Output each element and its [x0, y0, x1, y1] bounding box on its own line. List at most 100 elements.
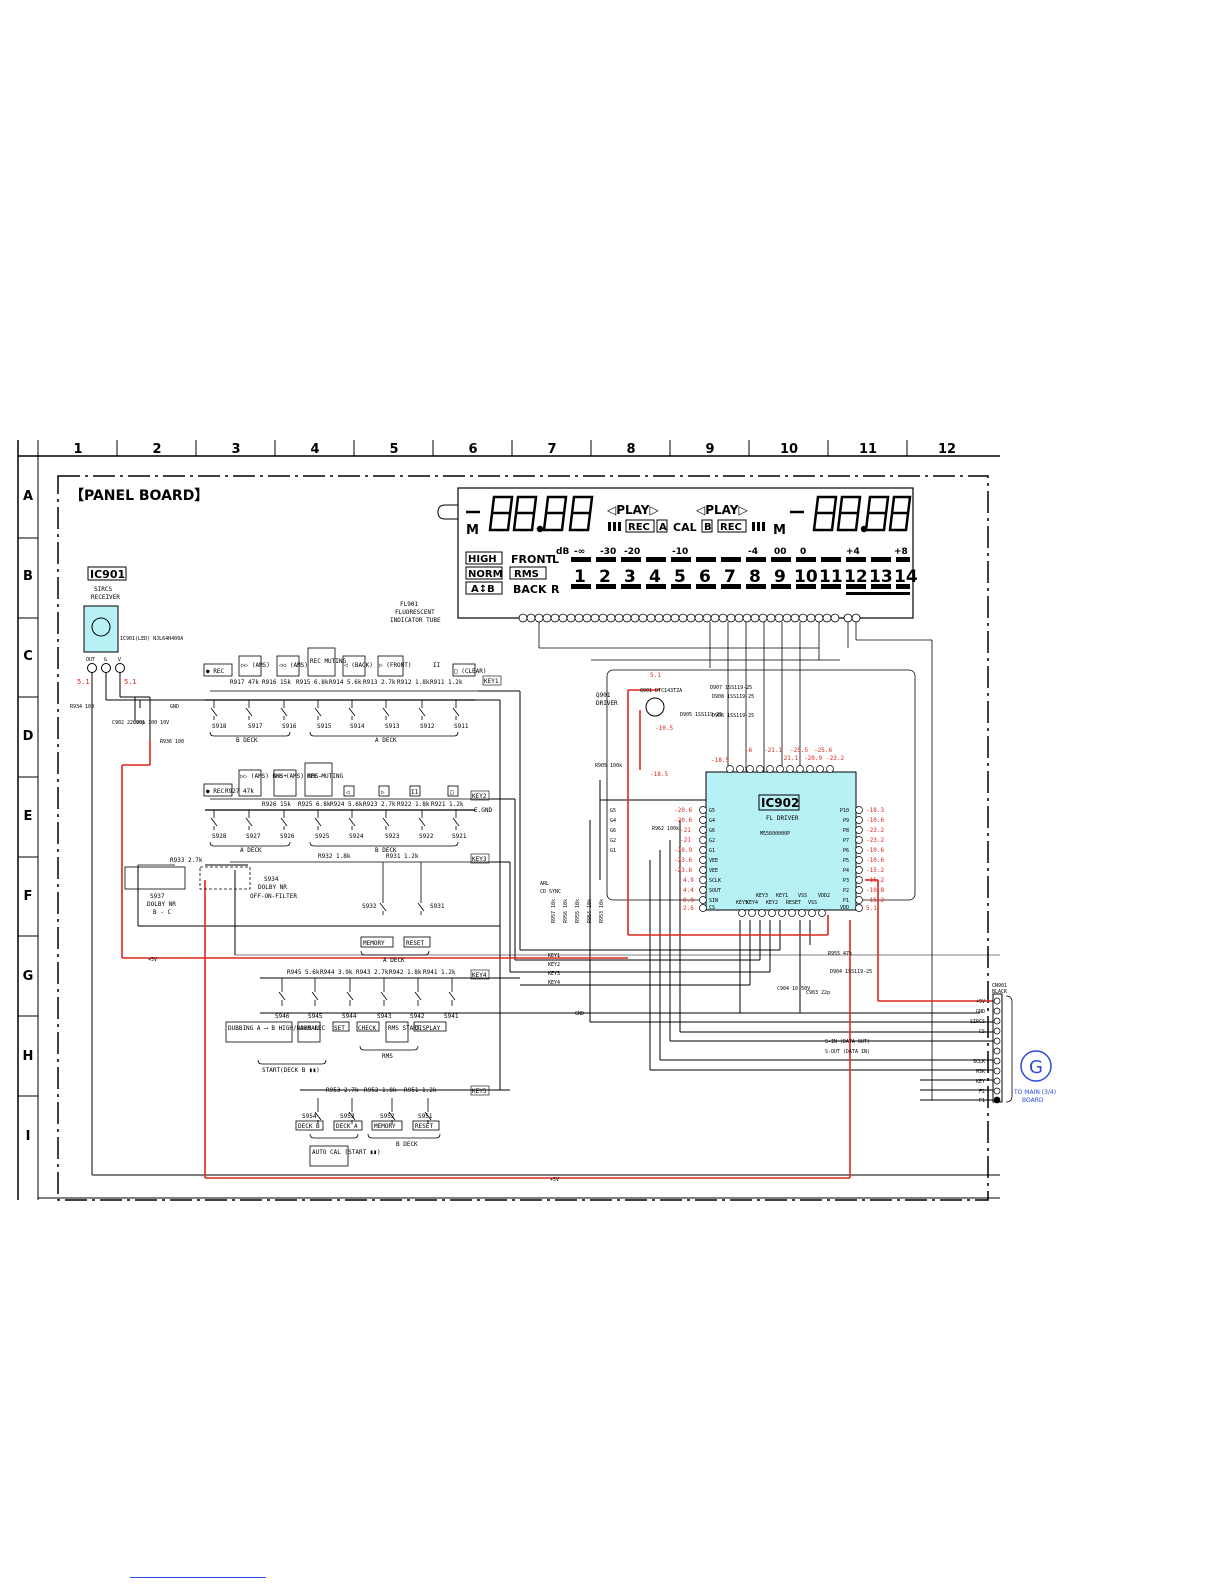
key1-btn-back: ◁ (BACK) — [344, 662, 373, 669]
scale-label: +4 — [846, 547, 860, 557]
key4-switch: S941 — [444, 1013, 459, 1020]
scale-label: 0 — [800, 547, 806, 557]
scale-label: -4 — [748, 547, 758, 557]
row-label: B — [23, 569, 33, 584]
col-label: 3 — [231, 442, 240, 457]
key2-resistor: R924 5.6k — [330, 801, 363, 808]
scale-label: -20 — [624, 547, 640, 557]
ic901-pin-v: V — [118, 657, 121, 663]
key1-switch-symbols — [209, 700, 460, 737]
ic901-name-1: SIRCS — [94, 586, 112, 593]
key2-switch: S926 — [280, 833, 295, 840]
key-line-label: KEY1 — [548, 953, 560, 959]
key5-switch: S954 — [302, 1113, 317, 1120]
ic901-volt-1: 5.1 — [77, 678, 90, 686]
col-label: 1 — [73, 442, 82, 457]
ic902-volt: -23.2 — [866, 827, 884, 834]
tube-m-left: M — [466, 523, 479, 538]
key2-btn-ams-ff: ▷▷ (AMS) RMS+ — [240, 773, 287, 780]
bank-resistor: R954 10k — [587, 899, 593, 923]
d908-label: D908 1SS119-25 — [712, 694, 754, 700]
key2-resistor: R921 1.2k — [431, 801, 464, 808]
channel-number: 1 — [574, 567, 586, 587]
key2-btn-ams-rew: ◁◁ (AMS) RMS− — [275, 773, 322, 780]
key5-btn-reset: RESET — [415, 1123, 433, 1130]
ic902-pin: G1 — [709, 848, 715, 854]
destination-line-2: BOARD — [1022, 1097, 1044, 1104]
key5-btn-deck-b: DECK B — [298, 1123, 320, 1130]
ic902-top-volt: -25.5 — [790, 747, 808, 754]
s934-function: DOLBY NR — [258, 884, 287, 891]
c901-label: C901 100 10V — [133, 720, 169, 726]
key2-resistor: R923 2.7k — [363, 801, 396, 808]
key-line-label: KEY3 — [548, 971, 560, 977]
col-label: 12 — [938, 442, 956, 457]
scale-label: 00 — [774, 547, 787, 557]
ic902-pin: G6 — [709, 828, 715, 834]
r936-label: R936 100 — [160, 739, 184, 745]
key2-bus: KEY2 — [472, 793, 487, 800]
key4-btn-display: DISPLAY — [415, 1025, 441, 1032]
tube-l: L — [552, 553, 559, 566]
key5-resistor: R952 1.8k — [364, 1087, 397, 1094]
channel-number: 2 — [599, 567, 611, 587]
ic902-volt: -20.9 — [674, 847, 692, 854]
ic902-volt: -23.2 — [866, 837, 884, 844]
ic902-pin: P1 — [843, 898, 849, 904]
ic902-volt: 4.4 — [683, 887, 694, 894]
s934-sub: OFF-ON-FILTER — [250, 893, 297, 900]
key5-row: R953 2.7k R952 1.8k R951 1.2k S954 S953 … — [295, 1085, 490, 1167]
ic902-pin: G5 — [709, 808, 715, 814]
ic902-volt: -15.2 — [866, 867, 884, 874]
key2-resistor: R925 6.8k — [298, 801, 331, 808]
c903-label: C903 22p — [806, 990, 830, 996]
tube-channels: 1 2 3 4 5 6 7 8 9 10 11 12 13 14 — [574, 567, 918, 587]
col-label: 2 — [152, 442, 161, 457]
ic902-bottom-pin: KEY2 — [766, 900, 778, 906]
ic902-pin: CS — [709, 905, 715, 911]
key4-row: R945 5.6k R944 3.9k R943 2.7k R942 1.8k … — [225, 969, 490, 1074]
ic902-bottom-pin: VSS — [808, 900, 817, 906]
key2-gnd: E.GND — [474, 807, 492, 814]
q901-volt-1: 5.1 — [650, 672, 661, 679]
key1-btn-pause: II — [433, 662, 441, 669]
r962-label: R962 100k — [652, 826, 679, 832]
row-label: C — [23, 649, 33, 664]
q901-ref: Q901 — [596, 692, 611, 699]
ic902-top-volt: -18.5 — [711, 757, 729, 764]
key3-memory: MEMORY — [363, 940, 385, 947]
ic902-volt: -23.6 — [674, 867, 692, 874]
tube-scale: -∞ -30 -20 -10 -4 00 0 +4 +8 — [574, 547, 908, 557]
key1-resistor: R916 15k — [262, 679, 291, 686]
lower-passives: R955 47k D904 1SS119-25 C904 10 50V C903… — [148, 951, 872, 1183]
cn901-color: BLACK — [992, 989, 1007, 995]
key1-switch: S918 — [212, 723, 227, 730]
tube-rec-1: REC — [628, 522, 650, 533]
ic902-pin: P6 — [843, 848, 849, 854]
c902-label: C902 22000p — [112, 720, 145, 726]
tube-name-2: INDICATOR TUBE — [390, 617, 441, 624]
ic902-volt: -23.6 — [674, 857, 692, 864]
ic902-pin: P3 — [843, 878, 849, 884]
ic902-pin: P8 — [843, 828, 849, 834]
row-label: D — [23, 729, 34, 744]
cn901-connector: CN901 BLACK +5V GND SIRCS CS S-IN (DATA … — [825, 983, 1056, 1104]
tube-a: A — [659, 522, 667, 533]
ic902-top-volt: -6 — [745, 747, 753, 754]
cn901-pin-label: MSK — [976, 1069, 985, 1075]
key3-group: A DECK — [383, 957, 405, 964]
tube-ab: A↕B — [471, 584, 495, 595]
key2-switch-symbols — [209, 810, 460, 847]
key4-resistor: R942 1.8k — [389, 969, 422, 976]
key4-btn-set: SET — [334, 1025, 345, 1032]
board-title: 【PANEL BOARD】 — [70, 488, 208, 504]
key4-btn-ab-rec: A↕B REC — [300, 1025, 326, 1032]
ic902-left-signals: G5 G4 G6 G2 G1 ARL CD SYNC — [540, 808, 616, 895]
destination-line-1: TO MAIN (3/4) — [1013, 1089, 1056, 1096]
key2-btn-pause: II — [411, 789, 419, 796]
ic902-fl-driver: IC902 FL DRIVER M55600000P G5 G4 G6 G2 G… — [674, 747, 884, 917]
ic902-pin: SCLK — [709, 878, 721, 884]
ic902-volt: -21 — [680, 837, 691, 844]
s931-label: S931 — [430, 903, 445, 910]
